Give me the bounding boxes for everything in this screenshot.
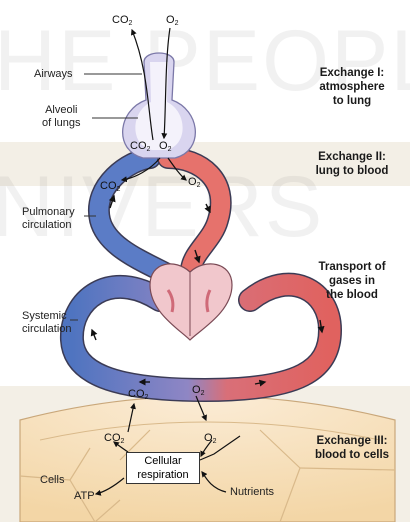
o2-label-systemic: O2 bbox=[192, 384, 204, 400]
co2-label-systemic: CO2 bbox=[128, 388, 148, 404]
heart bbox=[150, 264, 232, 340]
cells-label: Cells bbox=[40, 474, 64, 487]
co2-label-cells: CO2 bbox=[104, 432, 124, 448]
o2-label-alveolus: O2 bbox=[159, 140, 171, 156]
o2-label-cells: O2 bbox=[204, 432, 216, 448]
o2-label-pulmonary: O2 bbox=[188, 176, 200, 192]
nutrients-label: Nutrients bbox=[230, 486, 274, 499]
airways-label: Airways bbox=[34, 68, 73, 81]
co2-label-alveolus: CO2 bbox=[130, 140, 150, 156]
co2-label-atmosphere: CO2 bbox=[112, 14, 132, 30]
o2-label-atmosphere: O2 bbox=[166, 14, 178, 30]
atp-label: ATP bbox=[74, 490, 95, 503]
stage-label-exchange2: Exchange II:lung to blood bbox=[298, 150, 406, 178]
co2-label-pulmonary: CO2 bbox=[100, 180, 120, 196]
stage-label-exchange3: Exchange III:blood to cells bbox=[298, 434, 406, 462]
